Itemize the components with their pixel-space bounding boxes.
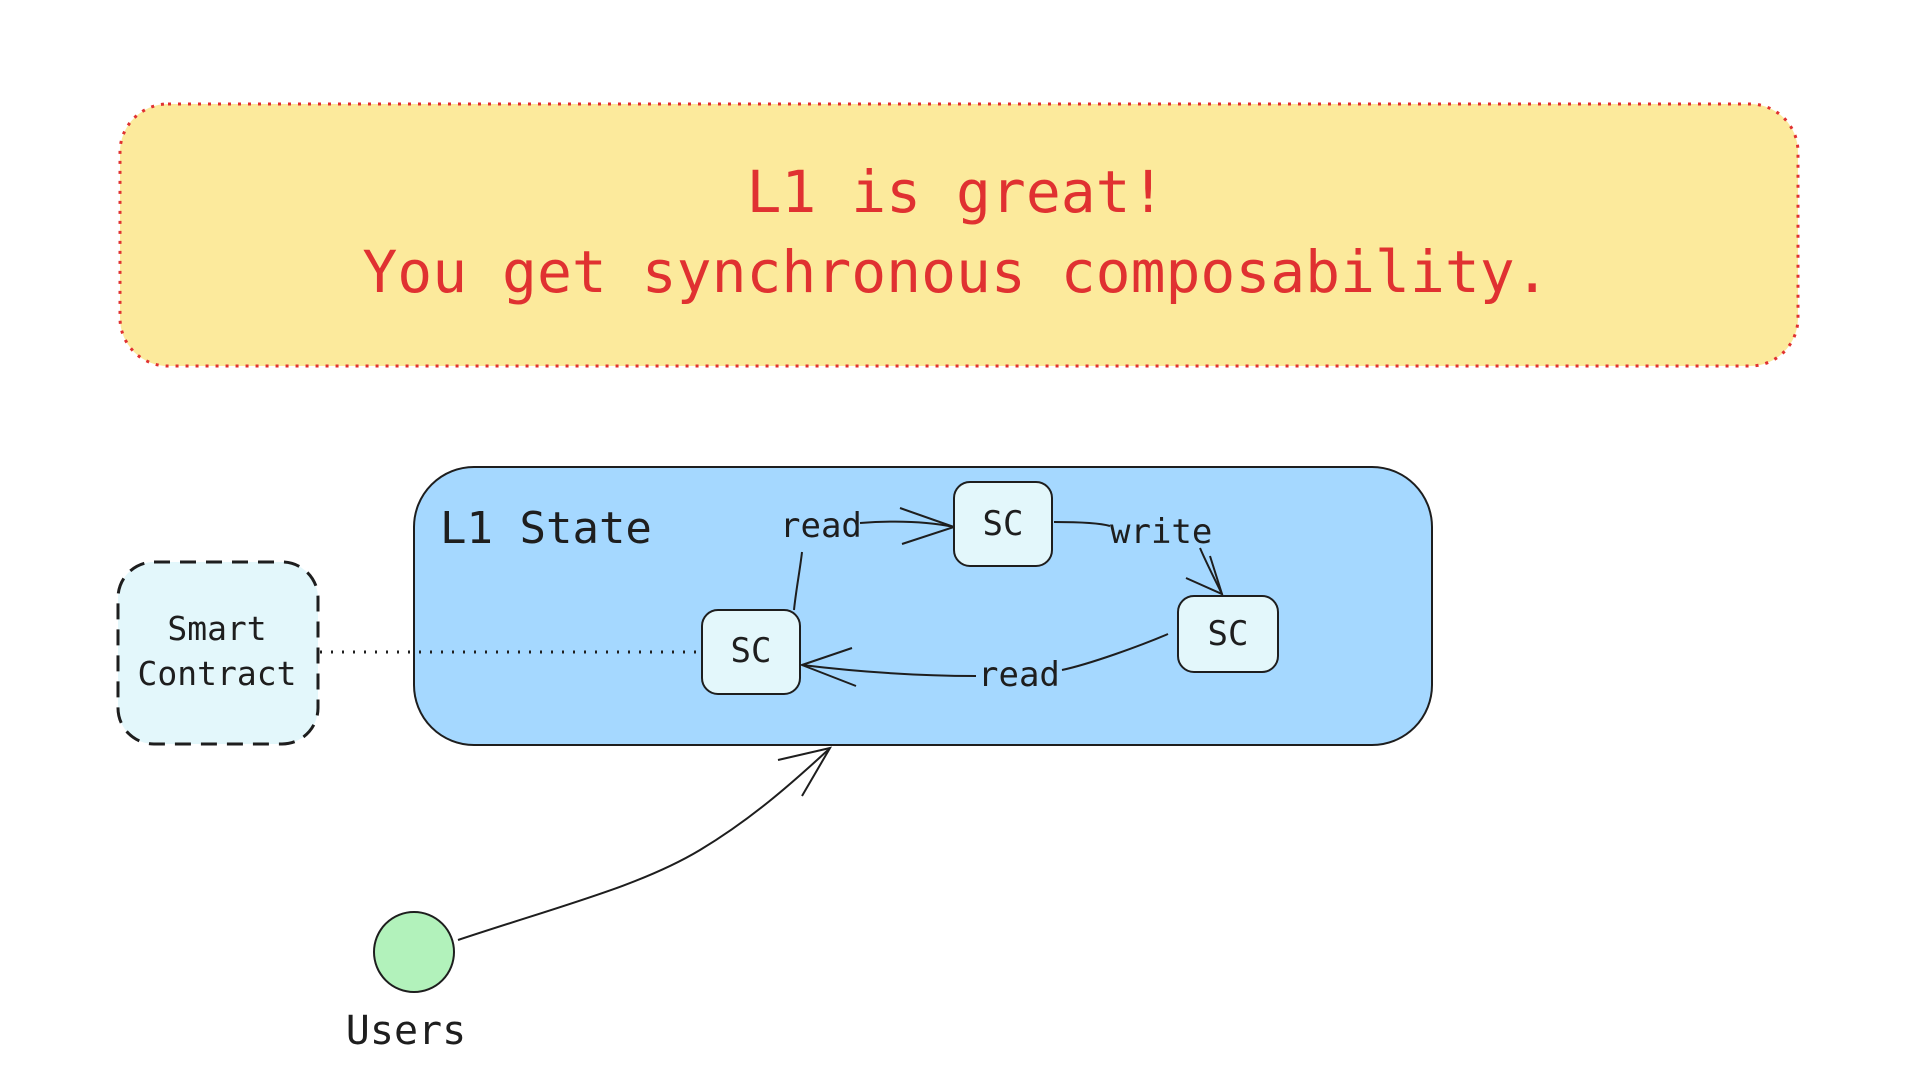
- edge-users-to-state: [457, 749, 829, 941]
- sc-node-left-label: SC: [731, 631, 772, 671]
- sc-node-left: SC: [701, 609, 801, 695]
- edge-write-arrowhead: [1185, 555, 1224, 596]
- edge-label-read-top: read: [780, 506, 862, 546]
- edge-read-bottom-arrowhead: [799, 647, 857, 687]
- sc-node-right-label: SC: [1208, 614, 1249, 654]
- users-label: Users: [346, 1008, 466, 1054]
- edge-read-bottom: [801, 633, 1169, 677]
- smart-contract-line-1: Smart: [167, 609, 266, 648]
- banner-line-1: L1 is great!: [746, 158, 1165, 226]
- smart-contract-line-2: Contract: [138, 654, 297, 693]
- sc-node-top-label: SC: [983, 504, 1024, 544]
- users-circle: [373, 911, 455, 993]
- edge-label-read-bottom: read: [978, 655, 1060, 695]
- l1-state-box: [413, 466, 1433, 746]
- edge-label-write: write: [1110, 512, 1212, 552]
- edge-users-to-state-arrowhead: [777, 746, 833, 797]
- banner-box: [118, 102, 1800, 368]
- smart-contract-box: [116, 560, 320, 746]
- l1-state-title: L1 State: [440, 503, 652, 554]
- banner-line-2: You get synchronous composability.: [362, 238, 1549, 306]
- sc-node-right: SC: [1177, 595, 1279, 673]
- sc-node-top: SC: [953, 481, 1053, 567]
- edge-read-top: [793, 520, 955, 611]
